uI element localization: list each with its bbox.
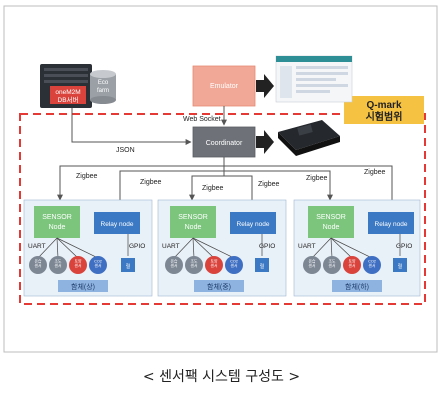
- server-rack: [40, 64, 92, 108]
- sensor-circle-temp-humidity: [303, 256, 321, 274]
- enclosure-footer-label: 함체(하): [345, 282, 369, 291]
- sensor-node-box: [308, 206, 354, 238]
- sensor-node-label-line1: SENSOR: [42, 214, 72, 221]
- sensor-circle-temp-humidity: [29, 256, 47, 274]
- sensor-circle-soil: [205, 256, 223, 274]
- relay-node-box: [94, 212, 140, 234]
- zigbee-label-6: Zigbee: [364, 169, 386, 176]
- relay-box-small: [255, 258, 269, 272]
- uart-links: [173, 234, 263, 259]
- figure-caption: < 센서팩 시스템 구성도 >: [142, 369, 301, 385]
- gpio-label: GPIO: [129, 243, 145, 250]
- enclosure-footer-label: 함체(중): [207, 282, 231, 291]
- relay-box-label: 릴: [398, 263, 403, 270]
- relay-box-small: [121, 258, 135, 272]
- uart-label: UART: [162, 243, 180, 250]
- relay-box-label: 릴: [126, 263, 131, 270]
- relay-node-label: Relay node: [101, 221, 134, 228]
- sensor-circle-co2: [225, 256, 243, 274]
- coordinator-label: Coordinator: [206, 140, 243, 147]
- db-label-line2: farm: [97, 88, 109, 94]
- sensor-node-label-line1: SENSOR: [178, 214, 208, 221]
- sensor-node-box: [170, 206, 216, 238]
- test-scope-boundary: [19, 113, 426, 305]
- enclosure-footer: [194, 280, 244, 292]
- qmark-line2: 시험범위: [366, 110, 403, 123]
- zigbee-links: [57, 165, 395, 211]
- sensor-circle-co2: [89, 256, 107, 274]
- coordinator-box: [192, 126, 256, 158]
- database-icon: [90, 70, 116, 104]
- sensor-node-label-line1: SENSOR: [316, 214, 346, 221]
- emulator-label: Emulator: [210, 83, 239, 90]
- uart-links: [37, 234, 129, 259]
- server-name-line1: oneM2M: [55, 89, 80, 96]
- zigbee-label-3: Zigbee: [202, 185, 224, 192]
- sensor-circle-temp-humidity: [165, 256, 183, 274]
- relay-box-small: [393, 258, 407, 272]
- sensor-node-box: [34, 206, 80, 238]
- zigbee-label-5: Zigbee: [306, 175, 328, 182]
- server-name-line2: DB서버: [58, 95, 79, 104]
- uart-links: [311, 234, 401, 259]
- zigbee-label-2: Zigbee: [140, 179, 162, 186]
- sensor-node-label-line2: Node: [323, 224, 340, 231]
- qmark-label-box: [344, 96, 424, 124]
- enclosure-footer-label: 함체(상): [71, 282, 95, 291]
- embedded-board-icon: [278, 120, 340, 156]
- sensor-circle-co2: [363, 256, 381, 274]
- qmark-line1: Q-mark: [366, 100, 401, 111]
- relay-node-box: [368, 212, 414, 234]
- zigbee-label-1: Zigbee: [76, 173, 98, 180]
- web-socket-label: Web Socket: [183, 116, 221, 123]
- db-label-line1: Eco: [98, 80, 109, 86]
- gpio-label: GPIO: [259, 243, 275, 250]
- sensor-circle-light: [49, 256, 67, 274]
- json-label: JSON: [116, 147, 135, 154]
- enclosure-footer: [58, 280, 108, 292]
- uart-label: UART: [28, 243, 46, 250]
- enclosure-footer: [332, 280, 382, 292]
- coordinator-to-board-arrow: [256, 130, 274, 154]
- server-to-coordinator-line: [71, 108, 192, 145]
- sensor-node-label-line2: Node: [185, 224, 202, 231]
- relay-box-label: 릴: [260, 263, 265, 270]
- relay-node-label: Relay node: [375, 221, 408, 228]
- sensor-node-label-line2: Node: [49, 224, 66, 231]
- uart-label: UART: [298, 243, 316, 250]
- sensor-circle-soil: [343, 256, 361, 274]
- zigbee-label-4: Zigbee: [258, 181, 280, 188]
- emulator-box: [192, 65, 256, 107]
- sensor-circle-light: [185, 256, 203, 274]
- sensor-circle-soil: [69, 256, 87, 274]
- emulator-to-screen-arrow: [256, 74, 274, 98]
- outer-border: [3, 5, 438, 353]
- relay-node-label: Relay node: [237, 221, 270, 228]
- sensor-circle-light: [323, 256, 341, 274]
- gpio-label: GPIO: [396, 243, 412, 250]
- web-dashboard-screenshot: [275, 55, 353, 103]
- relay-node-box: [230, 212, 276, 234]
